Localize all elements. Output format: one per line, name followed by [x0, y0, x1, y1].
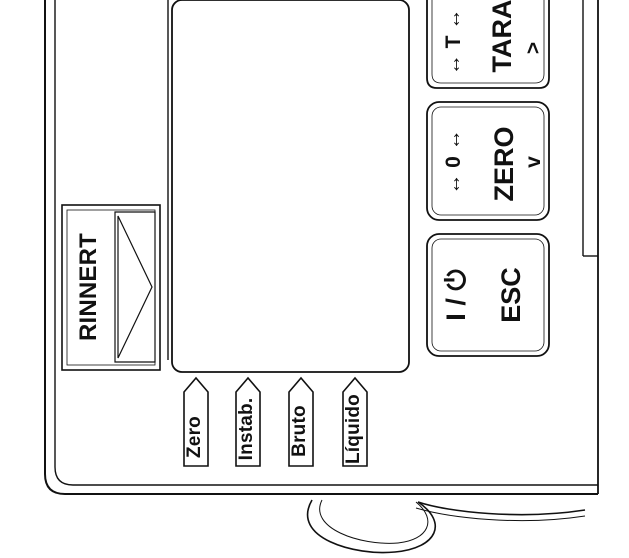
indicator-liquido-tag [342, 376, 368, 467]
tara-arrows-icon: ↔ T ↔ [442, 8, 465, 76]
logo-text: RINNERT [75, 232, 102, 342]
indicator-label-zero: Zero [184, 416, 205, 458]
power-icon: I / ⏻ [441, 269, 471, 321]
indicator-label-liquido: Líquido [343, 394, 364, 464]
indicator-instab-tag [235, 376, 261, 467]
display-window [171, 0, 410, 373]
zero-button-outline[interactable] [426, 101, 550, 221]
tara-label: TARA [487, 0, 517, 73]
esc-label: ESC [496, 267, 526, 323]
esc-button-outline[interactable] [426, 233, 550, 357]
tara-button-inner [431, 0, 545, 84]
zero-label: ZERO [489, 126, 519, 202]
down-chevron-icon: v [522, 156, 545, 168]
tara-button-outline[interactable] [426, 0, 550, 89]
cable-inner-loop [319, 499, 429, 544]
esc-button-inner [431, 238, 545, 352]
indicator-bruto-tag [288, 376, 314, 467]
housing-outer [44, 0, 598, 495]
indicator-label-instab: Instab. [236, 397, 257, 461]
right-chevron-icon: > [522, 41, 545, 55]
logo-arrow [114, 211, 156, 363]
cable-loop [306, 499, 436, 554]
housing-inner [54, 0, 598, 486]
zero-button-inner [431, 106, 545, 216]
indicator-zero-tag [183, 376, 209, 467]
cable-tail-inner [415, 507, 586, 522]
zero-arrows-icon: ↔ 0 ↔ [442, 129, 465, 195]
indicator-label-bruto: Bruto [289, 405, 310, 457]
cable-tail [417, 501, 586, 516]
logo-box [61, 204, 161, 371]
